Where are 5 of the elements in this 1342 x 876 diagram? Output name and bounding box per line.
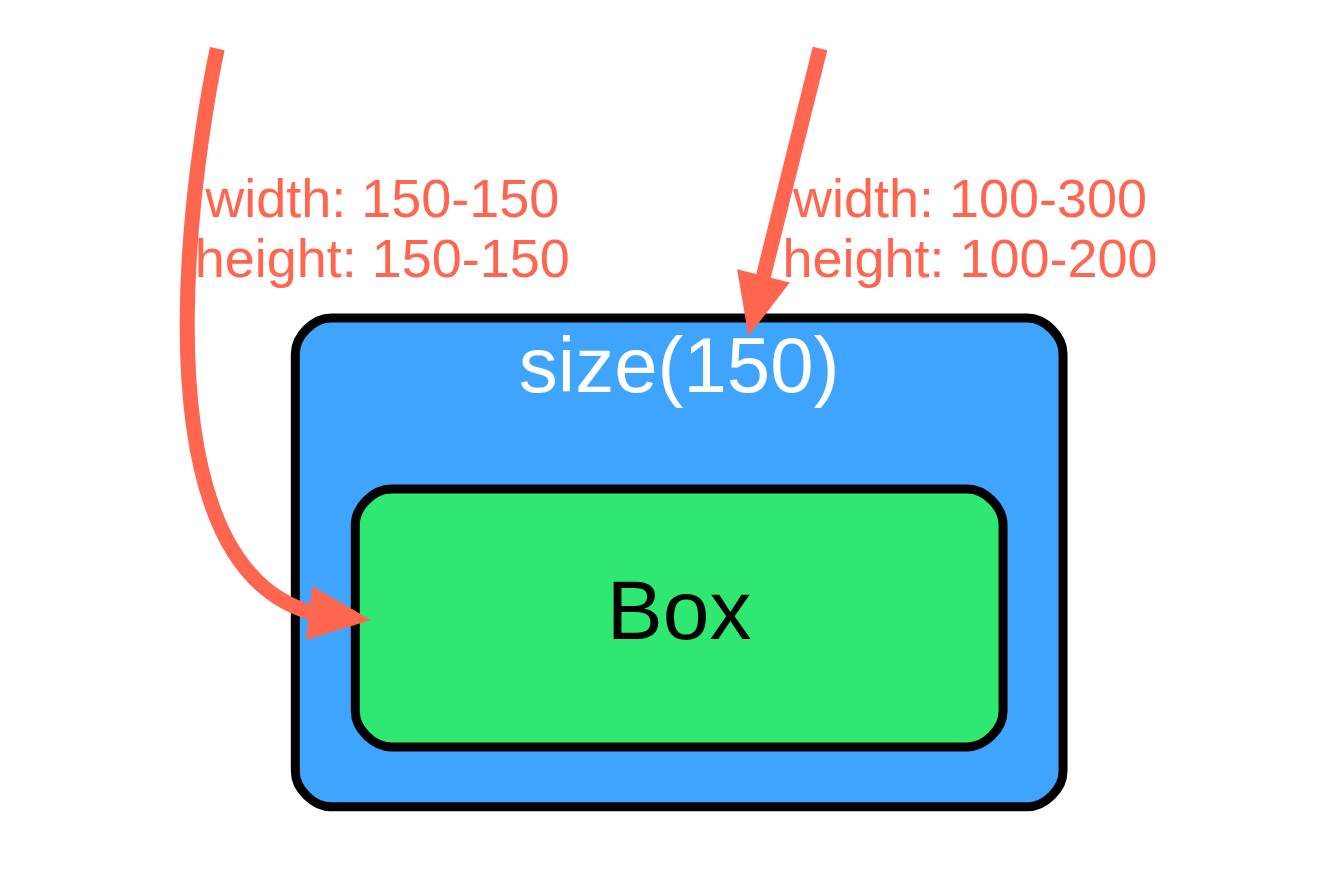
node-box: Box	[350, 484, 1008, 752]
arrow	[179, 47, 371, 641]
arrow	[736, 46, 827, 337]
edge-label: width: 150-150 height: 150-150	[194, 168, 570, 289]
edge-label: width: 100-300 height: 100-200	[782, 168, 1158, 289]
